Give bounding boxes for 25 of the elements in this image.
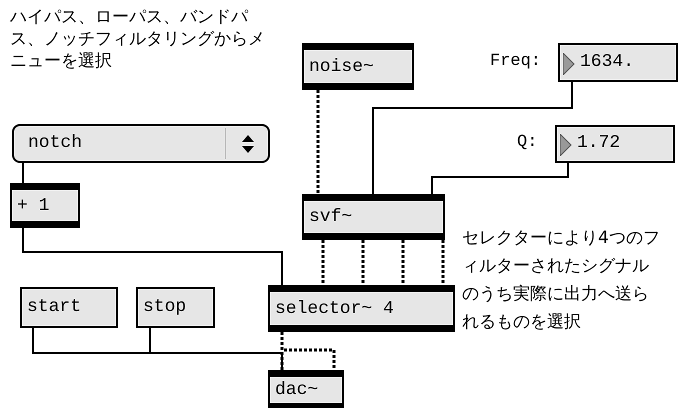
object-box: noise~	[302, 43, 414, 90]
message-box: start	[20, 287, 118, 328]
signal-cord	[442, 240, 444, 285]
object-box: svf~	[302, 194, 445, 240]
number-box: 1634.	[558, 43, 678, 82]
patch-cord	[372, 82, 573, 194]
patch-cord	[431, 163, 569, 194]
object-box: dac~	[268, 370, 344, 408]
signal-cord	[322, 240, 324, 285]
field-label: Q:	[517, 133, 538, 152]
signal-cord	[362, 240, 364, 285]
signal-cord	[402, 240, 404, 285]
signal-cord	[280, 332, 336, 370]
message-box: stop	[136, 287, 215, 328]
patch-cord	[22, 163, 24, 183]
signal-cord	[316, 90, 320, 194]
comment-text: ハイパス、ローパス、バンドパス、ノッチフィルタリングからメニューを選択	[10, 6, 265, 72]
field-label: Freq:	[490, 52, 542, 71]
number-box: 1.72	[555, 125, 675, 163]
patch-cord	[22, 228, 283, 285]
patch-cord	[149, 328, 283, 370]
object-box: selector~ 4	[268, 285, 455, 332]
comment-text: セレクターにより4つのフィルターされたシグナルのうち実際に出力へ送られるものを選択	[462, 227, 661, 334]
object-box: + 1	[10, 183, 80, 228]
dropdown-menu: notch	[12, 124, 270, 163]
